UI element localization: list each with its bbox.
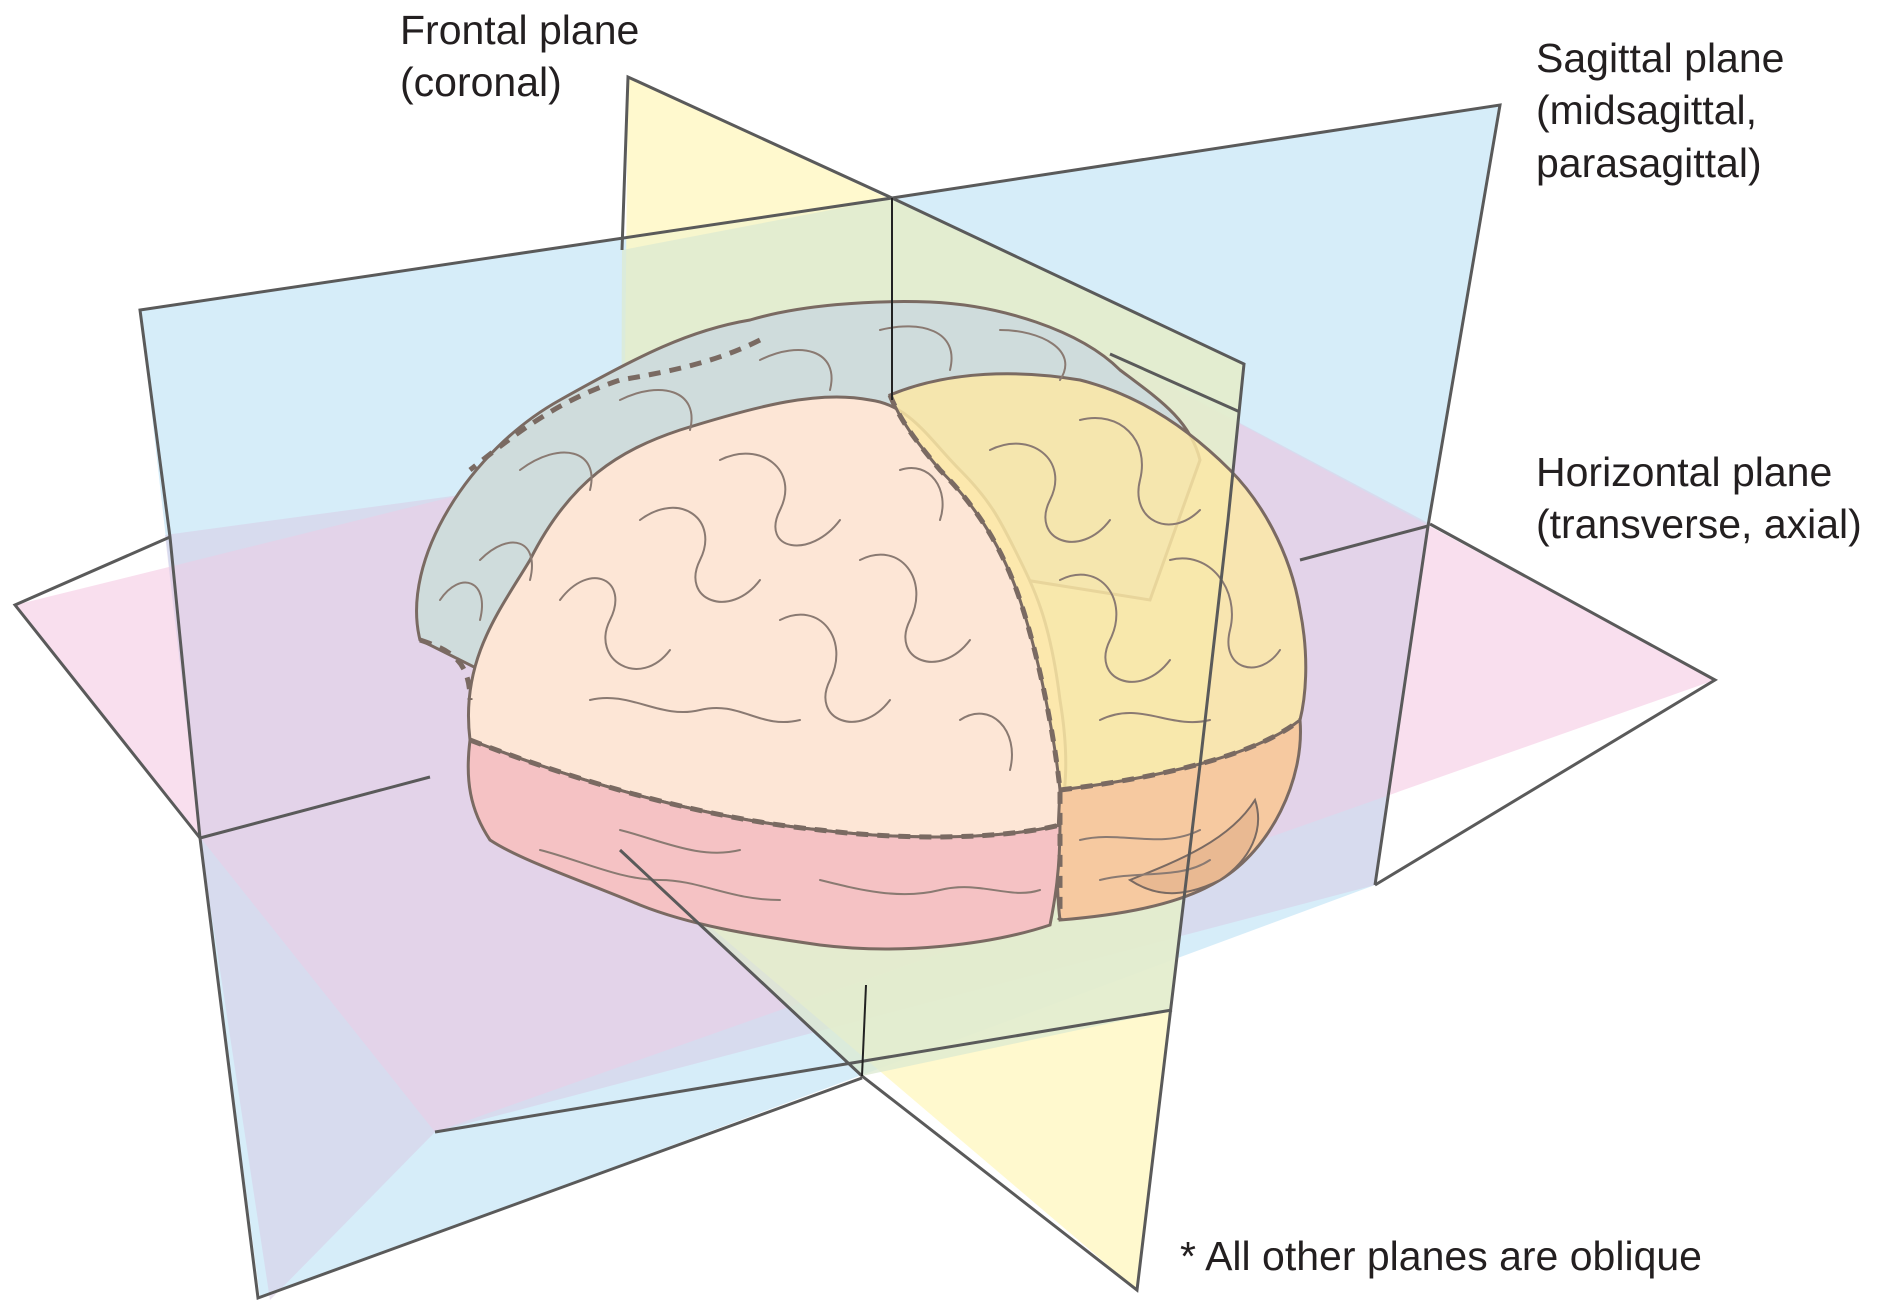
sagittal-plane-label: Sagittal plane (midsagittal, parasagitta… xyxy=(1536,32,1784,189)
frontal-plane-label: Frontal plane (coronal) xyxy=(400,4,639,109)
sagittal-plane-label-line3: parasagittal) xyxy=(1536,137,1784,189)
sagittal-plane-label-line1: Sagittal plane xyxy=(1536,32,1784,84)
frontal-plane-label-line1: Frontal plane xyxy=(400,4,639,56)
sagittal-plane-label-line2: (midsagittal, xyxy=(1536,84,1784,136)
horizontal-plane-label-line2: (transverse, axial) xyxy=(1536,498,1862,550)
frontal-plane-label-line2: (coronal) xyxy=(400,56,639,108)
horizontal-plane-label-line1: Horizontal plane xyxy=(1536,446,1862,498)
horizontal-plane-label: Horizontal plane (transverse, axial) xyxy=(1536,446,1862,551)
oblique-planes-note: * All other planes are oblique xyxy=(1180,1230,1702,1282)
